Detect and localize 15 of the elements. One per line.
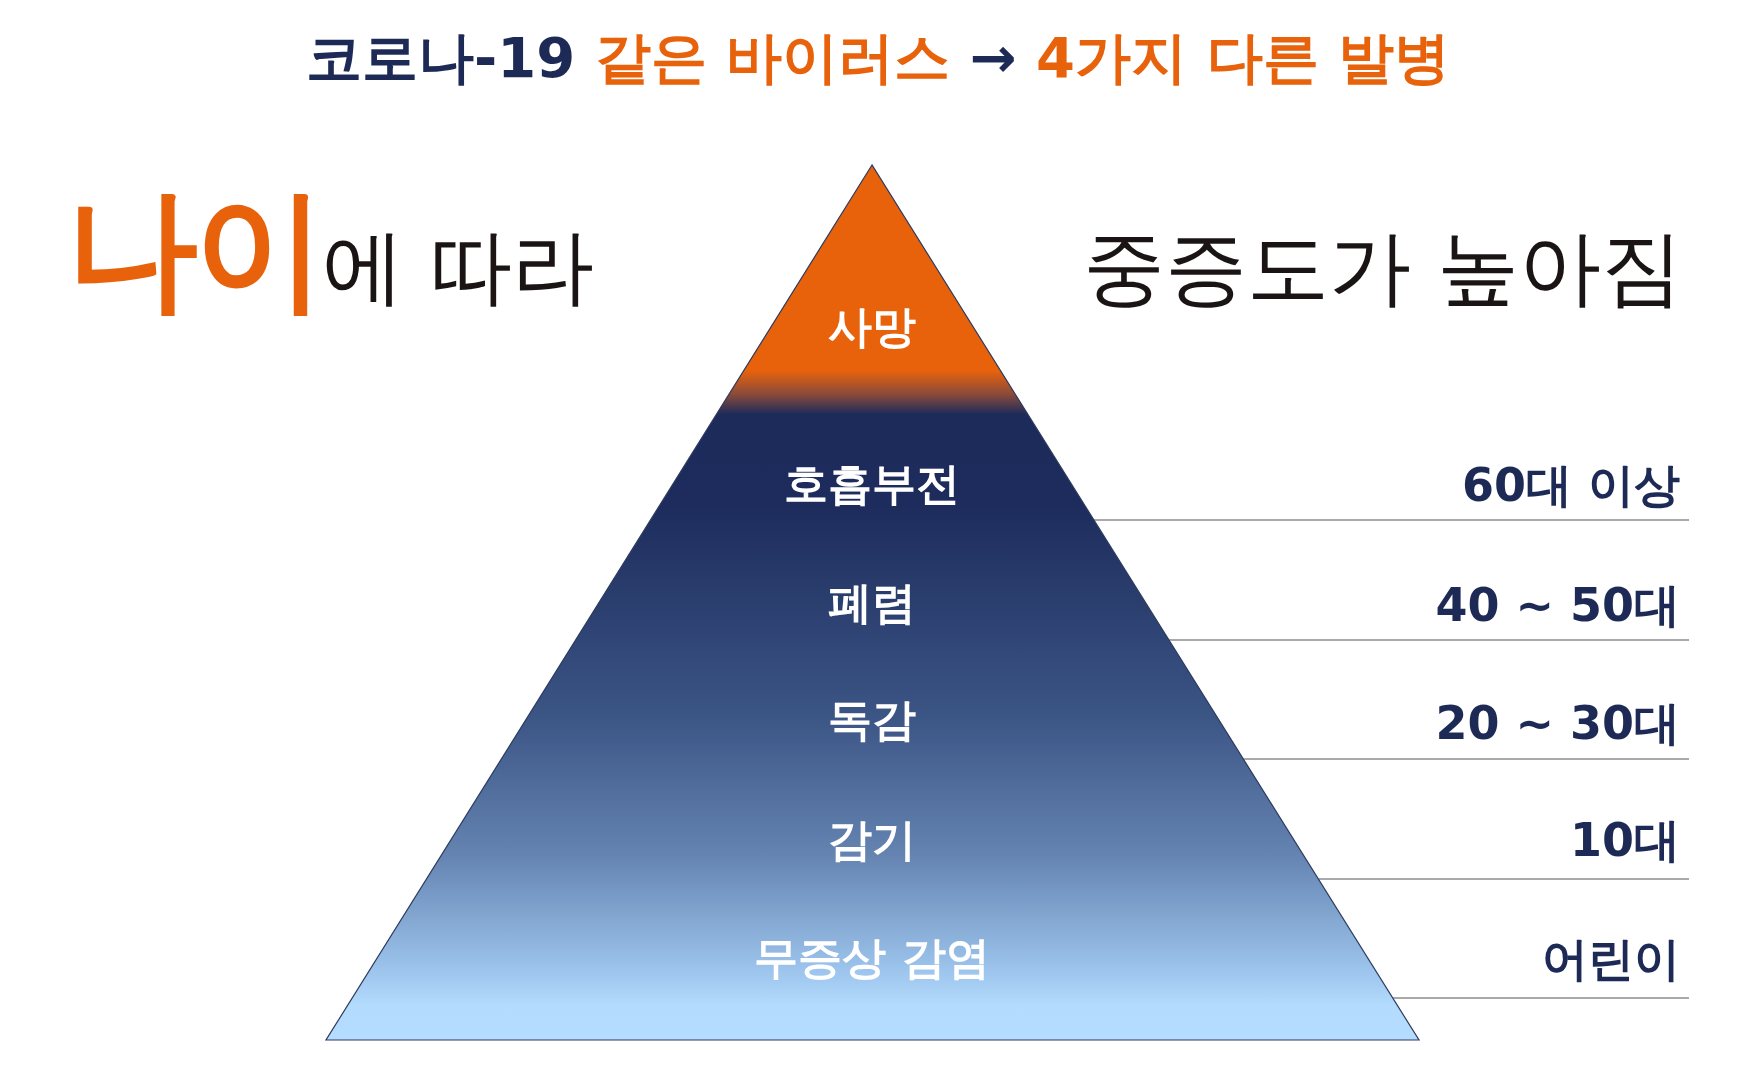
side-heading: 나이에 따라 <box>66 177 595 323</box>
age-label: 40 ~ 50대 <box>1435 579 1680 631</box>
level-label: 호흡부전 <box>784 458 960 510</box>
level-label: 폐렴 <box>828 577 916 629</box>
level-label: 무증상 감염 <box>754 932 990 984</box>
level-label: 사망 <box>828 301 916 353</box>
age-label: 어린이 <box>1542 933 1680 985</box>
title: 코로나-19 같은 바이러스 → 4가지 다른 발병 <box>305 27 1451 89</box>
age-label: 10대 <box>1570 814 1680 866</box>
level-label: 독감 <box>828 694 916 746</box>
level-label: 감기 <box>828 814 916 866</box>
age-label: 60대 이상 <box>1461 459 1680 511</box>
side-heading: 중증도가 높아짐 <box>1083 222 1684 314</box>
age-label: 20 ~ 30대 <box>1435 697 1680 749</box>
pyramid <box>326 165 1419 1040</box>
